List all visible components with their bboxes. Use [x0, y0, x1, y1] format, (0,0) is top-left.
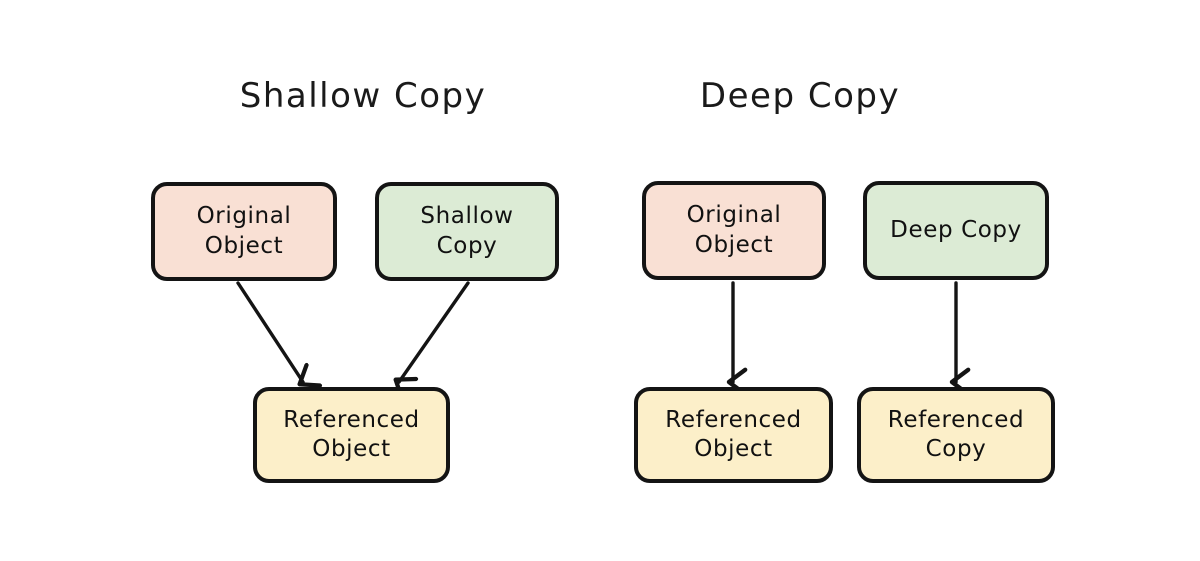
node-deep-copy[interactable]: Deep Copy	[863, 181, 1049, 280]
group-title-deep-copy: Deep Copy	[699, 76, 901, 116]
node-deep-referenced-copy[interactable]: Referenced Copy	[857, 387, 1055, 483]
arrow-shallow-original-to-referenced	[236, 281, 303, 382]
group-title-shallow-copy: Shallow Copy	[239, 76, 487, 116]
node-deep-original-object[interactable]: Original Object	[642, 181, 826, 280]
node-shallow-copy[interactable]: Shallow Copy	[375, 182, 559, 281]
node-deep-referenced-object[interactable]: Referenced Object	[634, 387, 833, 483]
node-shallow-original-object[interactable]: Original Object	[151, 182, 337, 281]
arrow-shallow-copy-to-referenced	[399, 281, 470, 382]
node-shallow-referenced-object[interactable]: Referenced Object	[253, 387, 450, 483]
